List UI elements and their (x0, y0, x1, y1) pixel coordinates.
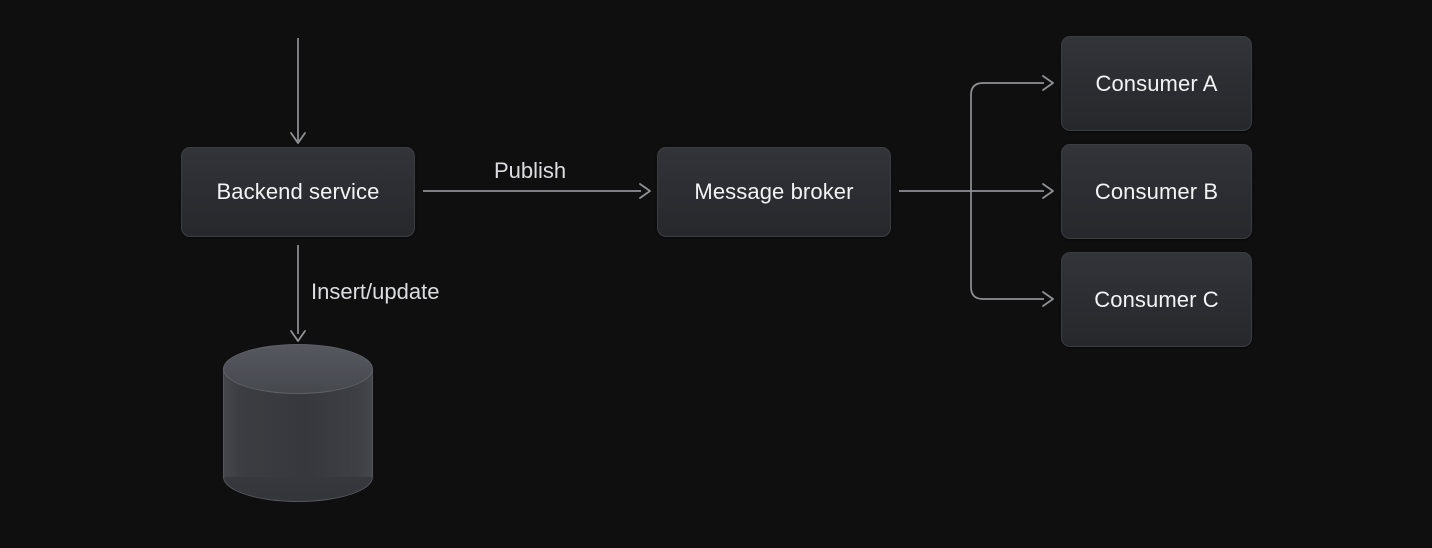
node-consumer-a[interactable]: Consumer A (1061, 36, 1252, 131)
arrowhead-icon (639, 183, 651, 199)
node-message-broker-label: Message broker (694, 179, 854, 204)
edge-fanout-consumer-c (970, 191, 1054, 307)
node-message-broker[interactable]: Message broker (657, 147, 891, 237)
edge-insert-update (290, 245, 306, 342)
arrowhead-icon (1042, 291, 1054, 307)
edge-publish (423, 183, 651, 199)
node-consumer-b-label: Consumer B (1094, 178, 1219, 204)
node-consumer-b[interactable]: Consumer B (1061, 144, 1252, 239)
arrowhead-icon (1042, 183, 1054, 199)
node-database-cylinder[interactable] (223, 344, 373, 502)
arrowhead-icon (1042, 75, 1054, 91)
edge-fanout-consumer-b (971, 183, 1054, 199)
node-consumer-c-label: Consumer C (1094, 286, 1219, 312)
edge-fanout-consumer-a (970, 75, 1054, 191)
database-cylinder-top (223, 344, 373, 394)
edge-incoming-to-backend (290, 38, 306, 144)
node-consumer-c[interactable]: Consumer C (1061, 252, 1252, 347)
edge-label-publish: Publish (494, 158, 567, 183)
node-backend-service-label: Backend service (216, 179, 380, 204)
node-consumer-a-label: Consumer A (1095, 70, 1218, 96)
node-backend-service[interactable]: Backend service (181, 147, 415, 237)
edge-label-insert-update: Insert/update (311, 279, 440, 304)
